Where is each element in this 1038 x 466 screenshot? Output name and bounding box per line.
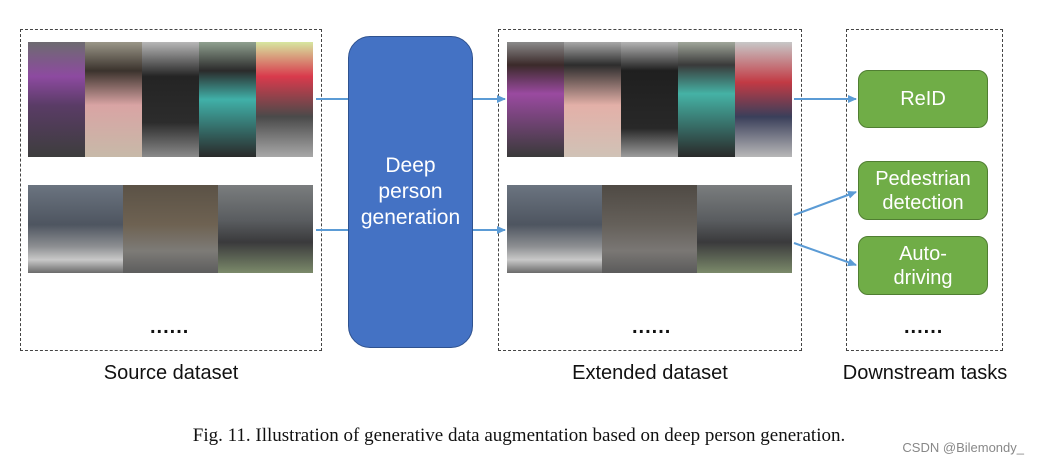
source-person-crops bbox=[28, 42, 313, 157]
street-scene bbox=[123, 185, 218, 273]
street-scene bbox=[507, 185, 602, 273]
downstream-tasks-label: Downstream tasks bbox=[842, 362, 1008, 384]
generator-label: Deep person generation bbox=[360, 154, 461, 229]
person-crop bbox=[507, 42, 564, 157]
street-scene bbox=[218, 185, 313, 273]
task-auto-driving: Auto-driving bbox=[858, 236, 988, 295]
person-crop bbox=[142, 42, 199, 157]
person-crop bbox=[564, 42, 621, 157]
person-crop bbox=[256, 42, 313, 157]
person-crop bbox=[199, 42, 256, 157]
extended-ellipsis: ...... bbox=[632, 316, 672, 338]
source-street-scenes bbox=[28, 185, 313, 273]
extended-dataset-box bbox=[498, 29, 802, 351]
person-crop bbox=[85, 42, 142, 157]
arrow-extended-to-autodriving bbox=[793, 242, 857, 267]
street-scene bbox=[28, 185, 123, 273]
person-crop bbox=[621, 42, 678, 157]
watermark: CSDN @Bilemondy_ bbox=[902, 440, 1024, 455]
deep-person-generation-block: Deep person generation bbox=[348, 36, 473, 348]
downstream-ellipsis: ...... bbox=[904, 316, 944, 338]
street-scene bbox=[697, 185, 792, 273]
arrow-extended-to-pedestrian bbox=[793, 191, 857, 216]
task-reid: ReID bbox=[858, 70, 988, 128]
person-crop bbox=[735, 42, 792, 157]
extended-dataset-label: Extended dataset bbox=[572, 362, 728, 384]
person-crop bbox=[28, 42, 85, 157]
extended-person-crops bbox=[507, 42, 792, 157]
source-dataset-label: Source dataset bbox=[103, 362, 239, 384]
task-pedestrian-detection: Pedestrian detection bbox=[858, 161, 988, 220]
downstream-tasks-box bbox=[846, 29, 1003, 351]
extended-street-scenes bbox=[507, 185, 792, 273]
street-scene bbox=[602, 185, 697, 273]
person-crop bbox=[678, 42, 735, 157]
source-ellipsis: ...... bbox=[150, 316, 190, 338]
source-dataset-box bbox=[20, 29, 322, 351]
figure-caption: Fig. 11. Illustration of generative data… bbox=[192, 425, 846, 446]
